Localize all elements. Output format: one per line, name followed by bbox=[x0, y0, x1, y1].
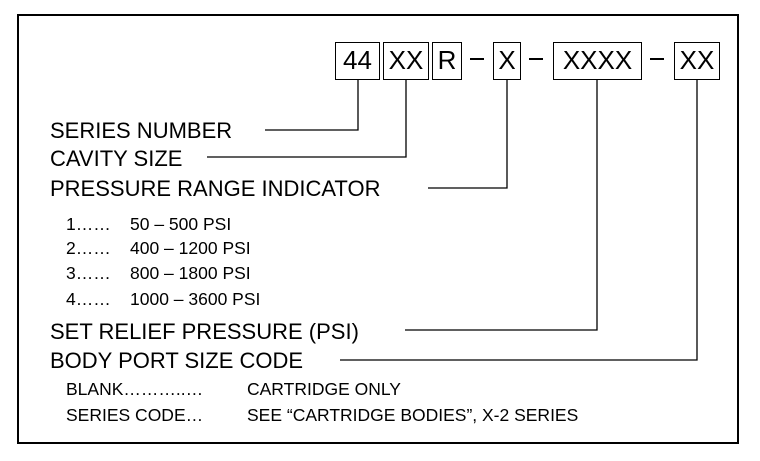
code-box-series: 44 bbox=[335, 42, 380, 80]
pressure-range-code: 2…… bbox=[66, 238, 111, 258]
code-box-r: R bbox=[432, 42, 462, 80]
pressure-range-code: 4…… bbox=[66, 289, 111, 309]
pressure-range-code: 3…… bbox=[66, 263, 111, 283]
label-series-number: SERIES NUMBER bbox=[50, 118, 233, 143]
code-box-pressure-range: X bbox=[493, 42, 521, 80]
label-body-port-size-code: BODY PORT SIZE CODE bbox=[50, 348, 304, 373]
port-option-code: SERIES CODE… bbox=[66, 405, 204, 425]
label-set-relief-pressure: SET RELIEF PRESSURE (PSI) bbox=[50, 319, 359, 344]
diagram-frame bbox=[17, 14, 739, 444]
leader-pressure-range bbox=[428, 80, 508, 189]
pressure-range-value: 800 – 1800 PSI bbox=[130, 263, 251, 283]
leader-relief-pressure bbox=[405, 80, 598, 331]
code-separator bbox=[650, 58, 664, 60]
port-option-code: BLANK………..… bbox=[66, 379, 204, 399]
label-cavity-size: CAVITY SIZE bbox=[50, 146, 183, 171]
pressure-range-value: 50 – 500 PSI bbox=[130, 214, 232, 234]
code-separator bbox=[470, 58, 484, 60]
leader-cavity bbox=[207, 80, 407, 158]
pressure-range-code: 1…… bbox=[66, 214, 111, 234]
pressure-range-value: 1000 – 3600 PSI bbox=[130, 289, 261, 309]
label-pressure-range-indicator: PRESSURE RANGE INDICATOR bbox=[50, 176, 381, 201]
port-option-desc: CARTRIDGE ONLY bbox=[247, 379, 401, 399]
code-box-port-size: XX bbox=[674, 42, 720, 80]
code-separator bbox=[529, 58, 543, 60]
port-option-desc: SEE “CARTRIDGE BODIES”, X-2 SERIES bbox=[247, 405, 579, 425]
pressure-range-value: 400 – 1200 PSI bbox=[130, 238, 251, 258]
code-box-cavity: XX bbox=[383, 42, 429, 80]
leader-port-size bbox=[340, 80, 698, 361]
code-box-relief-pressure: XXXX bbox=[553, 42, 642, 80]
leader-series bbox=[265, 80, 359, 131]
